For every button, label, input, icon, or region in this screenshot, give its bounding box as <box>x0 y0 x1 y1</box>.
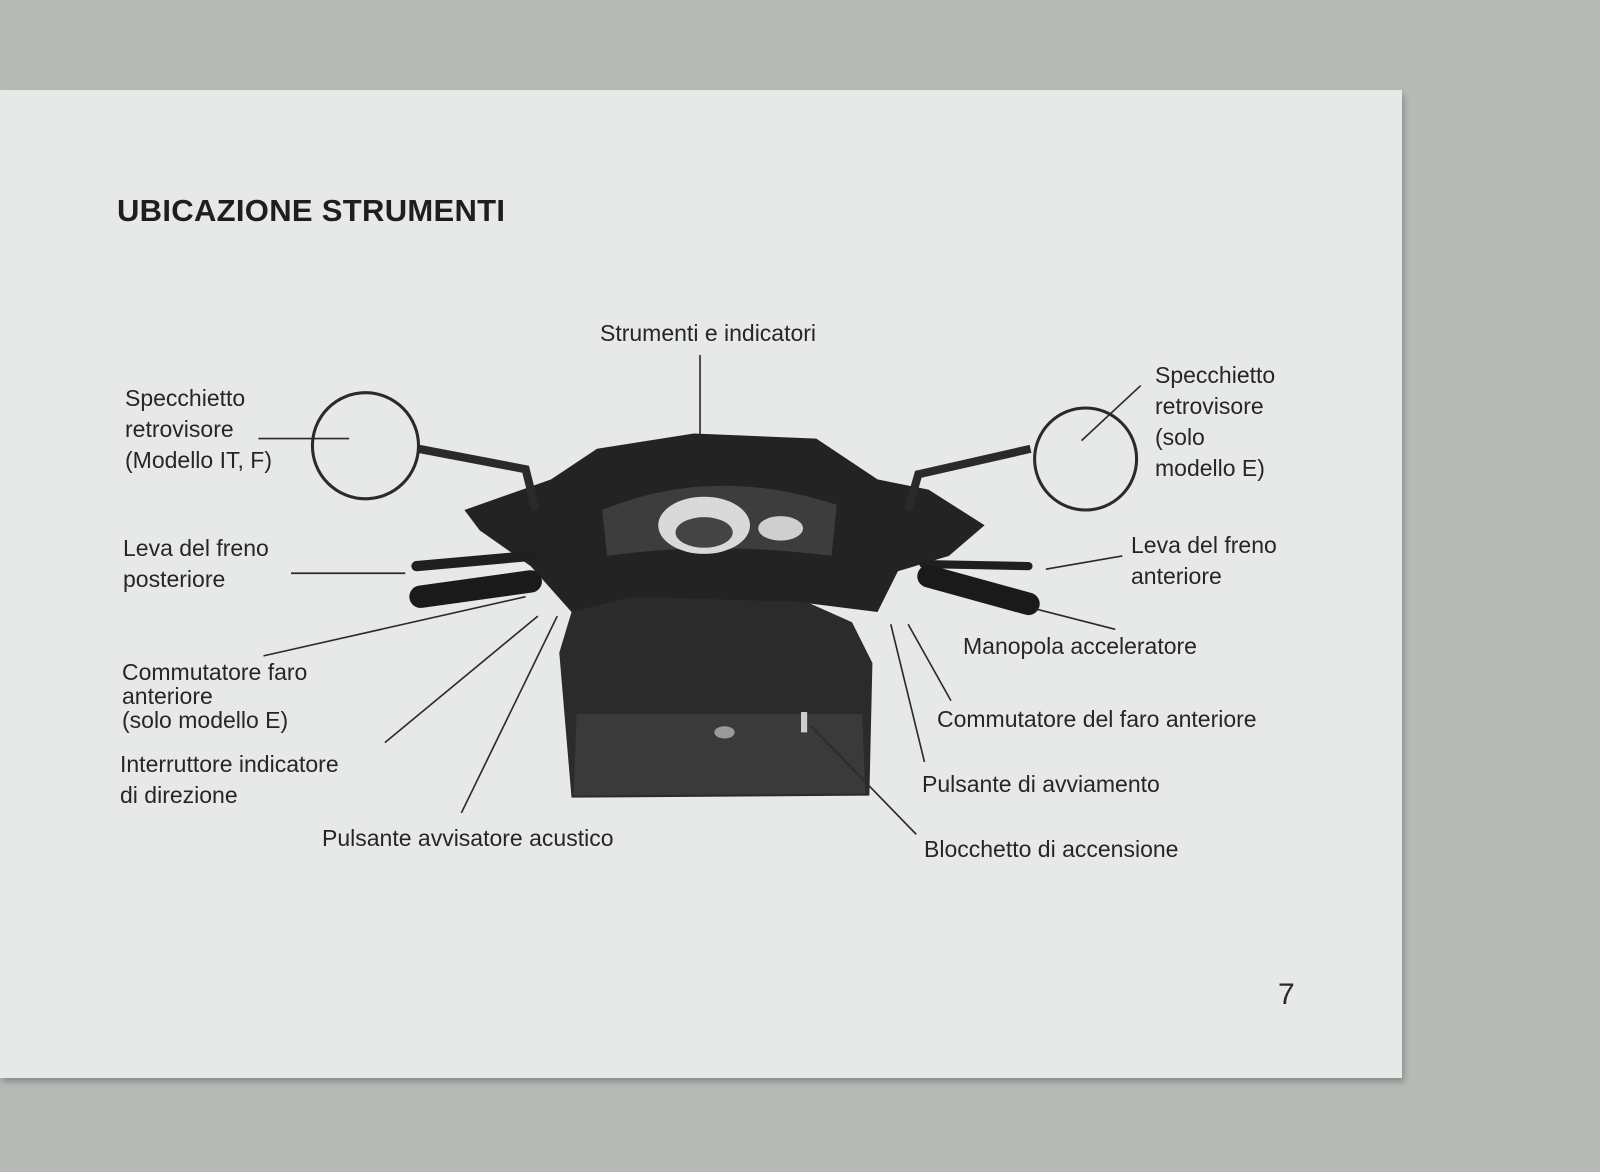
label-instruments: Strumenti e indicatori <box>600 320 817 346</box>
page-title: UBICAZIONE STRUMENTI <box>117 193 506 228</box>
scooter-photo <box>409 433 1040 798</box>
right-mirror <box>1033 406 1139 512</box>
label-throttle-grip: Manopola acceleratore <box>963 633 1197 659</box>
label-headlight-switch-right: Commutatore del faro anteriore <box>937 706 1257 732</box>
left-mirror <box>310 391 421 501</box>
label-starter-button: Pulsante di avviamento <box>922 771 1160 797</box>
page-number: 7 <box>1278 978 1295 1011</box>
label-ignition-switch: Blocchetto di accensione <box>924 836 1179 862</box>
label-horn-button: Pulsante avvisatore acustico <box>322 825 614 851</box>
leader-lines <box>258 354 1142 835</box>
